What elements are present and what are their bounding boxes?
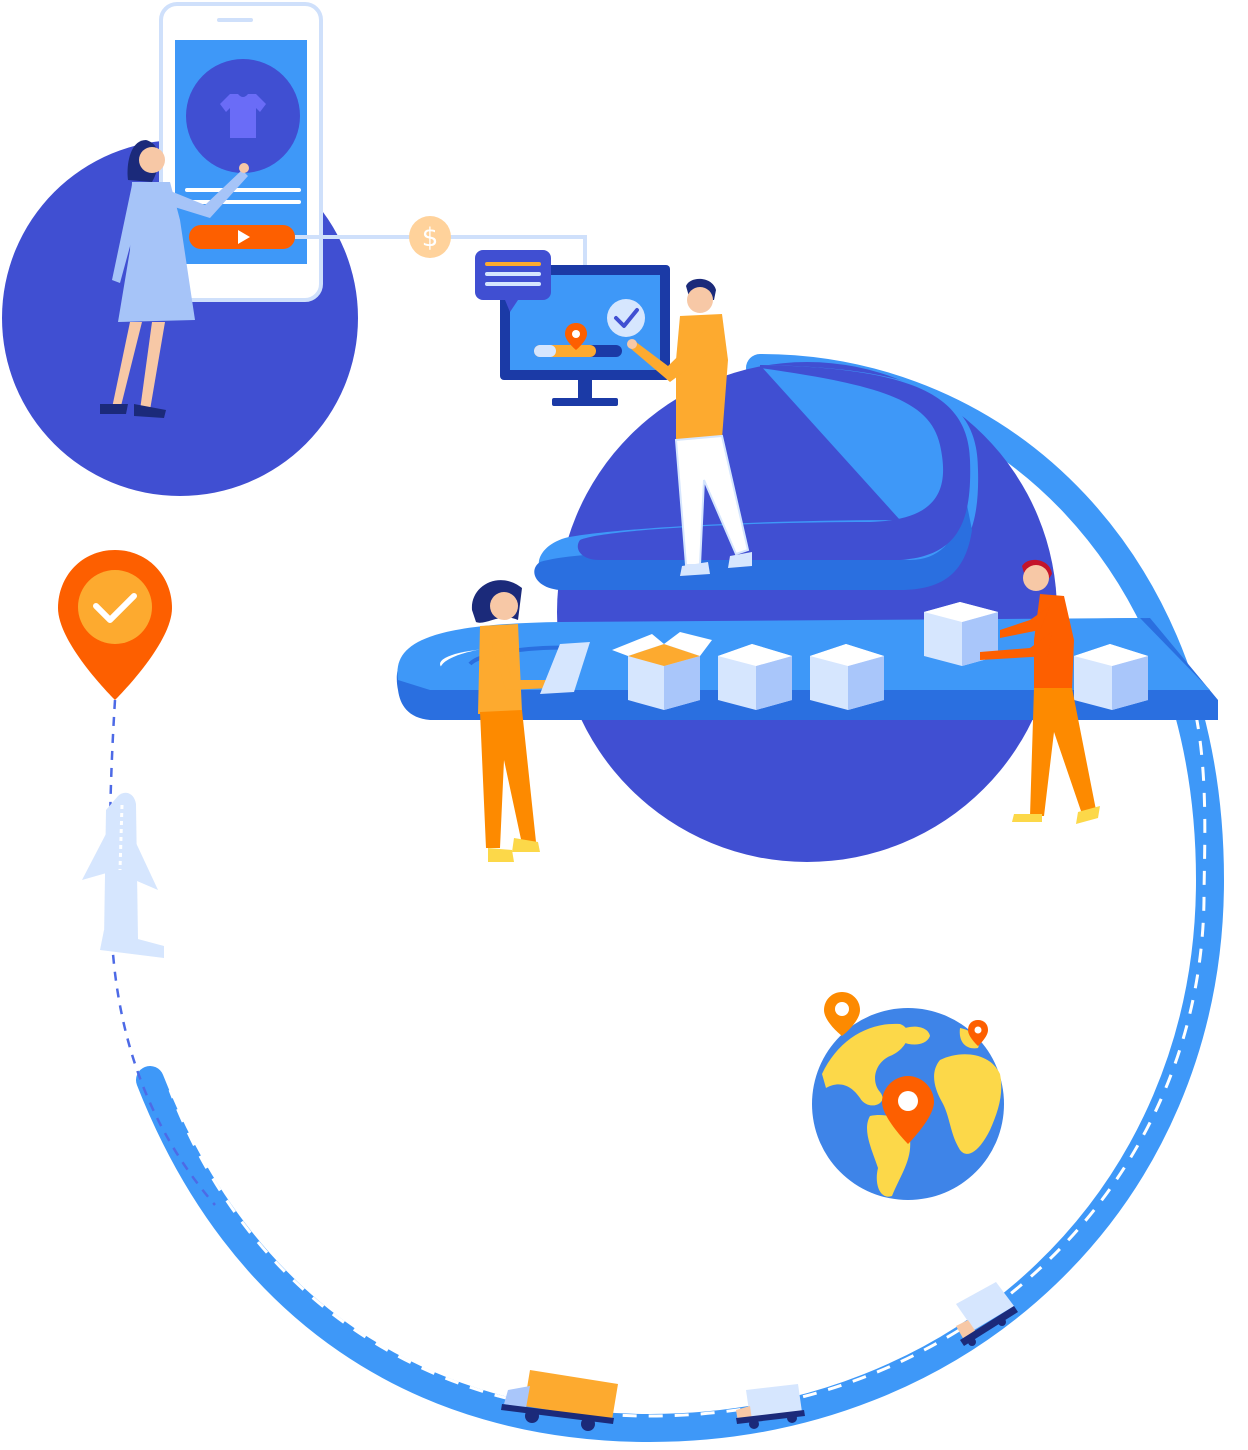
- location-pin-icon: [58, 550, 172, 700]
- play-icon: [238, 230, 250, 244]
- location-pin-icon: [882, 1076, 934, 1144]
- package-icon: [1074, 644, 1148, 710]
- package-icon: [718, 644, 792, 710]
- airplane-icon: [82, 792, 164, 958]
- checkmark-icon: [607, 299, 645, 337]
- location-pin-icon: [565, 323, 587, 350]
- payment-connector: [295, 235, 587, 265]
- truck-icon: [736, 1384, 805, 1429]
- truck-icon: [956, 1282, 1018, 1346]
- worker-woman-tablet: [471, 580, 590, 862]
- package-icon: [810, 644, 884, 710]
- upper-platform: [534, 365, 979, 590]
- dollar-icon: $: [409, 216, 451, 258]
- phone-icon: [159, 2, 323, 302]
- truck-icon: [501, 1370, 618, 1431]
- delivery-road: [136, 354, 1225, 1443]
- chat-bubble-icon: [475, 250, 551, 312]
- shopper-woman: [100, 140, 249, 418]
- location-pin-icon: [824, 992, 860, 1036]
- package-icon: [612, 632, 712, 710]
- dollar-symbol: $: [422, 223, 439, 253]
- worker-man-box: [980, 559, 1100, 824]
- tshirt-icon: [220, 94, 266, 138]
- worker-man-monitor: [627, 278, 752, 576]
- location-pin-icon: [968, 1020, 988, 1046]
